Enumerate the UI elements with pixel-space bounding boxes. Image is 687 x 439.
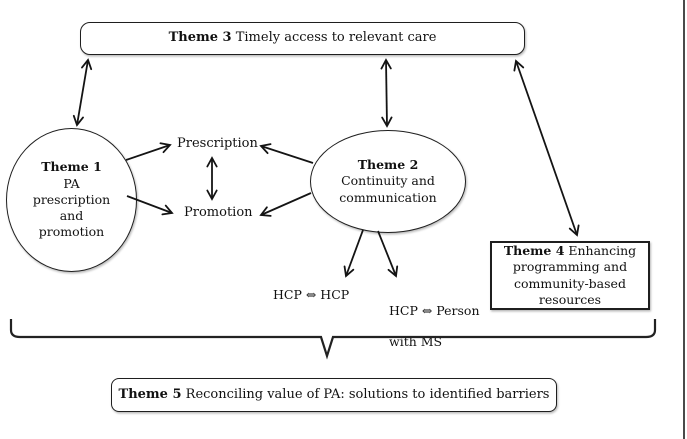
theme3-label: Theme 3 bbox=[168, 30, 232, 46]
arrow-theme3-theme1 bbox=[72, 58, 93, 127]
theme1-line-3: and bbox=[59, 208, 84, 224]
theme5-label: Theme 5 bbox=[118, 386, 182, 402]
arrow-theme2-promotion bbox=[259, 192, 312, 217]
theme5-box: Theme 5 Reconciling value of PA: solutio… bbox=[111, 378, 557, 412]
arrow-theme2-hcp-hcp bbox=[343, 229, 364, 278]
hcp-person-line-1: HCP ⇔ Person bbox=[389, 302, 480, 318]
arrow-theme2-prescription bbox=[259, 143, 314, 164]
theme2-line-2: communication bbox=[339, 189, 437, 205]
theme2-label: Theme 2 bbox=[357, 157, 419, 173]
theme4-text: Enhancing programming and community-base… bbox=[512, 243, 637, 307]
bottom-brace bbox=[9, 319, 657, 360]
arrow-theme3-theme2 bbox=[380, 58, 393, 128]
theme4-title: Theme 4 Enhancing programming and commun… bbox=[498, 243, 642, 308]
promotion-label: Promotion bbox=[184, 205, 253, 220]
page-border-right bbox=[683, 0, 685, 439]
theme1-line-2: prescription bbox=[32, 191, 111, 207]
theme5-text: Reconciling value of PA: solutions to id… bbox=[181, 386, 550, 402]
theme1-label: Theme 1 bbox=[41, 159, 102, 175]
hcp-hcp-label: HCP ⇔ HCP bbox=[273, 287, 350, 302]
theme5-title: Theme 5 Reconciling value of PA: solutio… bbox=[119, 387, 550, 404]
arrow-theme1-prescription bbox=[125, 142, 172, 161]
theme2-ellipse: Theme 2 Continuity and communication bbox=[310, 130, 466, 233]
theme3-box: Theme 3 Timely access to relevant care bbox=[80, 22, 525, 55]
theme2-line-1: Continuity and bbox=[341, 173, 435, 189]
theme1-line-4: promotion bbox=[38, 224, 105, 240]
theme1-line-1: PA bbox=[63, 175, 80, 191]
theme4-label: Theme 4 bbox=[503, 243, 565, 258]
hcp-person-label: HCP ⇔ Person with MS bbox=[389, 287, 480, 365]
arrow-theme3-theme4 bbox=[513, 59, 580, 237]
theme3-text: Timely access to relevant care bbox=[231, 30, 437, 46]
theme1-ellipse: Theme 1 PA prescription and promotion bbox=[6, 128, 137, 272]
arrow-theme2-hcp-person bbox=[377, 230, 399, 278]
hcp-person-line-2: with MS bbox=[389, 333, 443, 349]
prescription-label: Prescription bbox=[177, 136, 258, 151]
theme3-title: Theme 3 Timely access to relevant care bbox=[169, 30, 437, 47]
theme4-box: Theme 4 Enhancing programming and commun… bbox=[490, 241, 650, 310]
